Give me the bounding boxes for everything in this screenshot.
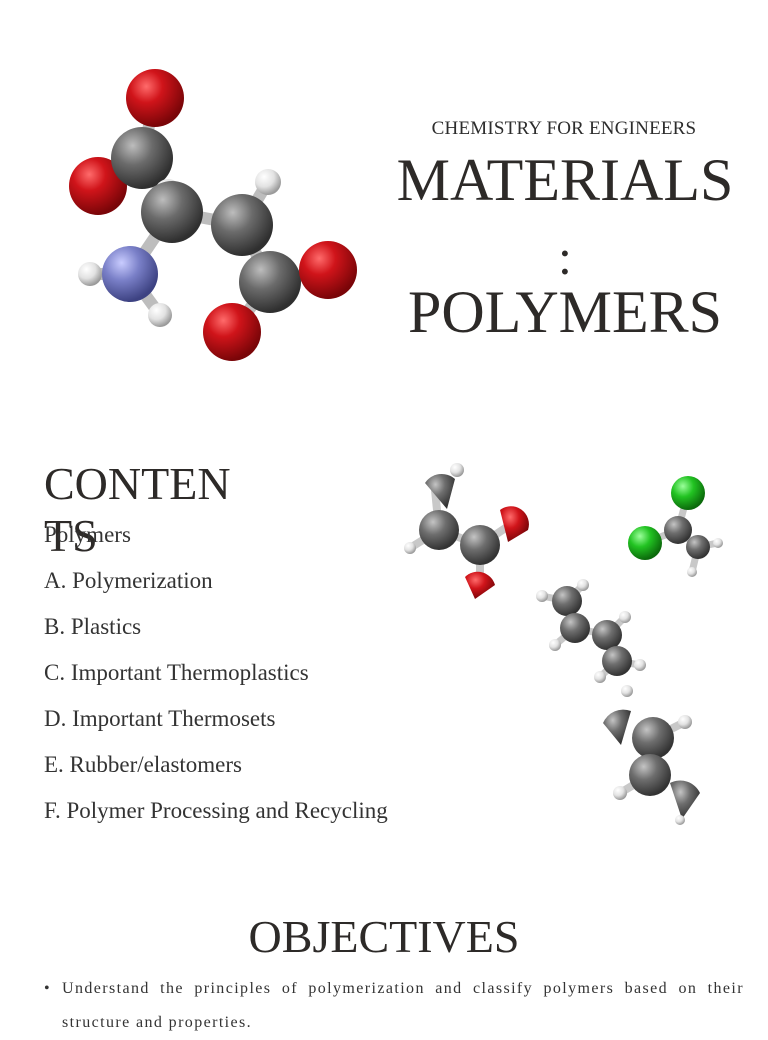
small-molecules-image	[404, 463, 723, 825]
toc-item-thermosets: D. Important Thermosets	[44, 706, 276, 731]
contents-heading: CONTENTS	[44, 458, 231, 561]
toc-item-polymers: Polymers	[44, 522, 131, 547]
toc-item-polymerization: A. Polymerization	[44, 568, 213, 593]
title-materials: MATERIALS	[396, 147, 734, 213]
title-polymers: POLYMERS	[407, 279, 723, 345]
toc-item-thermoplastics: C. Important Thermoplastics	[44, 660, 309, 685]
toc-item-processing: F. Polymer Processing and Recycling	[44, 798, 388, 823]
toc-item-rubber: E. Rubber/elastomers	[44, 752, 243, 777]
bullet-dot-icon: •	[44, 980, 52, 997]
toc-item-plastics: B. Plastics	[44, 614, 142, 639]
main-molecule-image	[69, 69, 357, 361]
title-colon: :	[558, 229, 572, 285]
objective-bullet: • Understand the principles of polymeriz…	[44, 972, 744, 1040]
objective-text: Understand the principles of polymerizat…	[62, 980, 744, 1031]
objectives-heading: OBJECTIVES	[248, 911, 520, 962]
course-subtitle: CHEMISTRY FOR ENGINEERS	[431, 118, 697, 139]
